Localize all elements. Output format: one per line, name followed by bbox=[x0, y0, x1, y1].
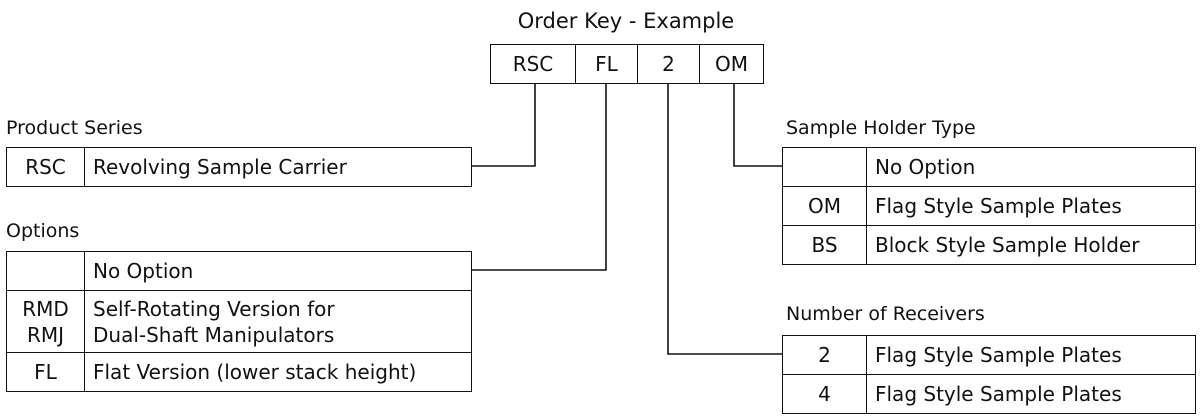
connector-option bbox=[472, 84, 607, 271]
option-description-line: Self-Rotating Version for bbox=[93, 296, 335, 321]
option-description: No Option bbox=[84, 251, 472, 291]
table-row: 2 Flag Style Sample Plates bbox=[782, 335, 1196, 375]
connector-series bbox=[472, 84, 536, 167]
option-description: Flag Style Sample Plates bbox=[866, 374, 1196, 414]
option-code: 2 bbox=[782, 335, 867, 375]
option-description: Flag Style Sample Plates bbox=[866, 186, 1196, 226]
option-description-line: Dual-Shaft Manipulators bbox=[93, 322, 335, 347]
option-code-line: RMJ bbox=[26, 322, 65, 347]
sample-holder-type-heading: Sample Holder Type bbox=[786, 117, 976, 139]
number-of-receivers-heading: Number of Receivers bbox=[786, 303, 985, 325]
table-row: No Option bbox=[6, 251, 472, 291]
option-description: Block Style Sample Holder bbox=[866, 225, 1196, 265]
option-code bbox=[6, 251, 85, 291]
table-row: RSC Revolving Sample Carrier bbox=[6, 147, 472, 187]
option-description: Revolving Sample Carrier bbox=[84, 147, 472, 187]
table-row: OM Flag Style Sample Plates bbox=[782, 186, 1196, 226]
sample-holder-type-table: No Option OM Flag Style Sample Plates BS… bbox=[782, 147, 1196, 265]
diagram-title: Order Key - Example bbox=[517, 9, 735, 33]
option-code: RSC bbox=[6, 147, 85, 187]
order-key-holder: OM bbox=[699, 45, 763, 83]
table-row: RMD RMJ Self-Rotating Version for Dual-S… bbox=[6, 290, 472, 353]
option-code: OM bbox=[782, 186, 867, 226]
table-row: FL Flat Version (lower stack height) bbox=[6, 352, 472, 392]
option-code: 4 bbox=[782, 374, 867, 414]
option-description: Flat Version (lower stack height) bbox=[84, 352, 472, 392]
option-description: Flag Style Sample Plates bbox=[866, 335, 1196, 375]
table-row: No Option bbox=[782, 147, 1196, 187]
connector-holder bbox=[733, 84, 782, 167]
option-description: Self-Rotating Version for Dual-Shaft Man… bbox=[84, 290, 472, 353]
option-code bbox=[782, 147, 867, 187]
product-series-table: RSC Revolving Sample Carrier bbox=[6, 147, 472, 187]
table-row: BS Block Style Sample Holder bbox=[782, 225, 1196, 265]
table-row: 4 Flag Style Sample Plates bbox=[782, 374, 1196, 414]
option-code: BS bbox=[782, 225, 867, 265]
connector-receivers bbox=[667, 84, 782, 355]
options-heading: Options bbox=[6, 220, 80, 242]
option-description: No Option bbox=[866, 147, 1196, 187]
order-key-series: RSC bbox=[512, 52, 554, 76]
option-code: RMD RMJ bbox=[6, 290, 85, 353]
option-code: FL bbox=[6, 352, 85, 392]
order-key-option: FL bbox=[575, 45, 637, 83]
option-code-line: RMD bbox=[22, 296, 69, 321]
product-series-heading: Product Series bbox=[6, 117, 143, 139]
order-key: RSC FL 2 OM bbox=[490, 44, 764, 84]
order-key-receivers: 2 bbox=[637, 45, 699, 83]
options-table: No Option RMD RMJ Self-Rotating Version … bbox=[6, 251, 472, 392]
number-of-receivers-table: 2 Flag Style Sample Plates 4 Flag Style … bbox=[782, 335, 1196, 414]
